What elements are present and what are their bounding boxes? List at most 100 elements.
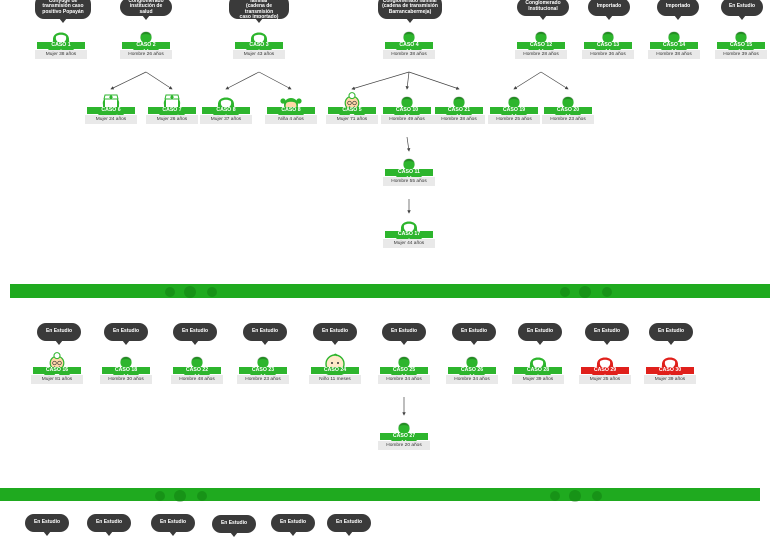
- case-description: Hombre 55 años: [383, 177, 435, 186]
- transmission-link: [225, 71, 260, 90]
- case-label: CASO 10: [383, 107, 431, 114]
- status-bubble: En Estudio: [243, 323, 287, 345]
- status-bubble: En Estudio: [518, 323, 562, 345]
- status-bubble: En Estudio: [212, 515, 256, 537]
- case-label: CASO 25: [380, 367, 428, 374]
- transmission-link: [145, 71, 173, 90]
- case-label: CASO 3: [235, 42, 283, 49]
- status-bubble: En Estudio: [585, 323, 629, 345]
- case-label: CASO 28: [514, 367, 562, 374]
- case-description: Hombre 36 años: [582, 50, 634, 59]
- transmission-link: [351, 71, 410, 90]
- case-description: Mujer 39 años: [644, 375, 696, 384]
- virus-pattern-icon: [550, 490, 602, 502]
- case-label: CASO 30: [646, 367, 694, 374]
- status-bubble: En Estudio: [173, 323, 217, 345]
- case-label: CASO 24: [311, 367, 359, 374]
- case-description: Mujer 37 años: [200, 115, 252, 124]
- case-description: Mujer 43 años: [233, 50, 285, 59]
- case-label: CASO 16: [33, 367, 81, 374]
- virus-pattern-icon: [165, 286, 217, 298]
- case-label: CASO 27: [380, 433, 428, 440]
- case-label: CASO 8: [202, 107, 250, 114]
- status-bubble: En Estudio: [327, 514, 371, 536]
- status-bubble: Conglomerado familiar (cadena de transmi…: [378, 0, 442, 23]
- case-description: Niño 11 meses: [309, 375, 361, 384]
- case-label: CASO 8: [267, 107, 315, 114]
- case-label: CASO 18: [102, 367, 150, 374]
- case-description: Hombre 23 años: [237, 375, 289, 384]
- status-bubble: Conglomerado Institucional: [517, 0, 569, 20]
- case-description: Mujer 26 años: [146, 115, 198, 124]
- case-label: CASO 7: [148, 107, 196, 114]
- case-label: CASO 1: [37, 42, 85, 49]
- case-description: Hombre 34 años: [378, 375, 430, 384]
- status-bubble: En Estudio: [104, 323, 148, 345]
- status-bubble: En Estudio: [271, 514, 315, 536]
- case-label: CASO 20: [544, 107, 592, 114]
- status-bubble: En Estudio: [313, 323, 357, 345]
- case-label: CASO 11: [385, 169, 433, 176]
- case-label: CASO 14: [650, 42, 698, 49]
- transmission-link: [258, 71, 292, 90]
- case-description: Hombre 28 años: [515, 50, 567, 59]
- status-bubble: En Estudio: [25, 514, 69, 536]
- case-label: CASO 5: [328, 107, 376, 114]
- case-description: Mujer 44 años: [383, 239, 435, 248]
- status-bubble: Importado: [657, 0, 699, 20]
- case-description: Mujer 24 años: [85, 115, 137, 124]
- case-label: CASO 17: [385, 231, 433, 238]
- case-description: Mujer 38 años: [35, 50, 87, 59]
- transmission-link: [408, 71, 460, 90]
- case-label: CASO 13: [584, 42, 632, 49]
- transmission-link: [540, 71, 569, 90]
- status-bubble: Conglomerado familiar (cadena de transmi…: [229, 0, 289, 23]
- status-bubble: En Estudio: [151, 514, 195, 536]
- case-description: Mujer 81 años: [31, 375, 83, 384]
- case-description: Mujer 71 años: [326, 115, 378, 124]
- case-label: CASO 2: [122, 42, 170, 49]
- case-description: Mujer 39 años: [512, 375, 564, 384]
- status-bubble: En Estudio: [721, 0, 763, 20]
- case-label: CASO 6: [87, 107, 135, 114]
- case-description: Hombre 23 años: [542, 115, 594, 124]
- case-label: CASO 26: [448, 367, 496, 374]
- transmission-link: [110, 71, 147, 90]
- status-bubble: En Estudio: [87, 514, 131, 536]
- case-description: Hombre 34 años: [446, 375, 498, 384]
- case-label: CASO 4: [385, 42, 433, 49]
- case-label: CASO 23: [239, 367, 287, 374]
- case-label: CASO 29: [581, 367, 629, 374]
- case-label: CASO 21: [435, 107, 483, 114]
- transmission-link: [405, 71, 410, 90]
- case-description: Hombre 25 años: [488, 115, 540, 124]
- case-description: Hombre 20 años: [378, 441, 430, 450]
- separator-band-2: [0, 488, 760, 502]
- case-label: CASO 22: [173, 367, 221, 374]
- status-bubble: Conglomerado institución de salud: [120, 0, 172, 20]
- case-description: Hombre 26 años: [120, 50, 172, 59]
- case-description: Hombre 38 años: [433, 115, 485, 124]
- separator-band-1: [10, 284, 770, 298]
- case-description: Niña 4 años: [265, 115, 317, 124]
- case-description: Hombre 49 años: [381, 115, 433, 124]
- case-description: Mujer 25 años: [579, 375, 631, 384]
- transmission-link: [513, 71, 542, 90]
- status-bubble: En Estudio: [382, 323, 426, 345]
- case-description: Hombre 48 años: [171, 375, 223, 384]
- status-bubble: En Estudio: [452, 323, 496, 345]
- virus-pattern-icon: [560, 286, 612, 298]
- virus-pattern-icon: [155, 490, 207, 502]
- case-label: CASO 12: [517, 42, 565, 49]
- case-description: Hombre 38 años: [383, 50, 435, 59]
- status-bubble: Cónyuge de transmisión caso positivo Pop…: [35, 0, 91, 23]
- case-description: Hombre 38 años: [648, 50, 700, 59]
- status-bubble: En Estudio: [649, 323, 693, 345]
- case-label: CASO 19: [490, 107, 538, 114]
- status-bubble: Importado: [588, 0, 630, 20]
- transmission-link: [406, 136, 411, 152]
- case-description: Hombre 39 años: [715, 50, 767, 59]
- case-label: CASO 15: [717, 42, 765, 49]
